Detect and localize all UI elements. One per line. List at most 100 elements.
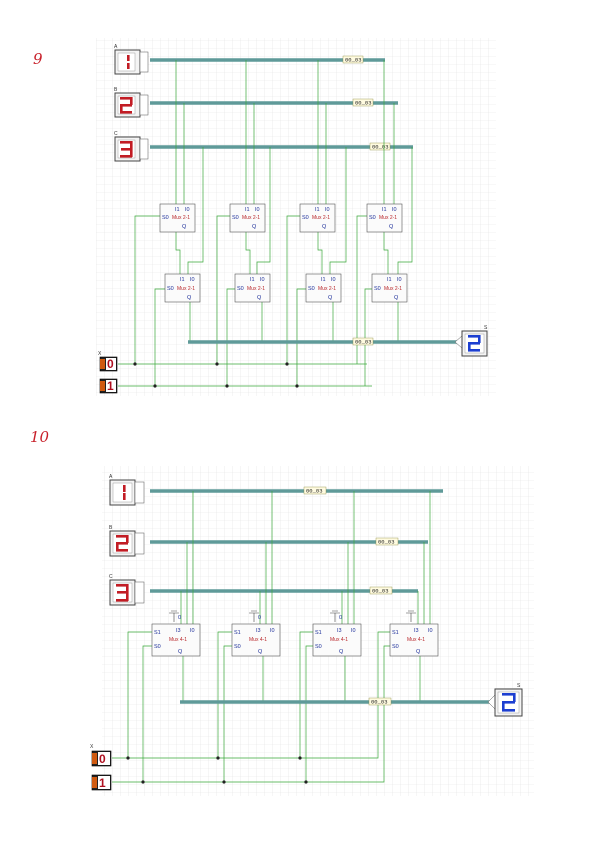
svg-text:Q: Q	[257, 295, 262, 301]
svg-text:Mux 2-1: Mux 2-1	[242, 215, 260, 221]
input-a-tag: A	[109, 474, 113, 480]
svg-text:S0: S0	[374, 286, 381, 292]
svg-text:I0: I0	[270, 628, 275, 634]
input-b-display: B	[114, 87, 149, 118]
svg-text:S1: S1	[234, 630, 241, 636]
svg-text:I0: I0	[397, 277, 402, 283]
svg-text:S0: S0	[232, 215, 239, 221]
mux-4-1: S1 I3 I0 Mux 4-1 S0Q	[389, 623, 439, 657]
svg-text:Mux 2-1: Mux 2-1	[318, 286, 336, 292]
input-a-tag: A	[114, 44, 118, 50]
svg-text:Q: Q	[328, 295, 333, 301]
svg-text:I0: I0	[260, 277, 265, 283]
svg-text:I3: I3	[176, 628, 181, 634]
bus-b-label: 00_03	[378, 539, 395, 546]
wires-10	[112, 491, 431, 783]
mux-row: S1 I3 I0 Mux 4-1 S0Q S1 I3 I0 Mux 4-1 S0Q S1…	[151, 623, 439, 657]
select-x-switch[interactable]: 0 X	[98, 351, 118, 372]
bus-a-label: 00_03	[306, 488, 323, 495]
svg-text:I3: I3	[337, 628, 342, 634]
svg-text:I0: I0	[392, 207, 397, 213]
output-tag: S	[517, 683, 521, 689]
output-display: S	[454, 325, 488, 357]
select-x-switch[interactable]: 0 X	[90, 744, 112, 767]
select-y-value: 1	[99, 776, 106, 790]
input-c-display: C	[109, 574, 145, 606]
const-label: 0	[258, 615, 261, 621]
input-b-display: B	[109, 525, 145, 557]
svg-text:I1: I1	[321, 277, 326, 283]
svg-text:I0: I0	[331, 277, 336, 283]
svg-text:Q: Q	[182, 224, 187, 230]
input-c-display: C	[114, 131, 149, 162]
select-x-value: 0	[99, 752, 106, 766]
svg-text:I0: I0	[428, 628, 433, 634]
svg-text:Mux 2-1: Mux 2-1	[384, 286, 402, 292]
svg-text:S0: S0	[369, 215, 376, 221]
svg-text:Q: Q	[389, 224, 394, 230]
select-y-switch[interactable]: 1	[91, 774, 112, 791]
select-y-switch[interactable]: 1	[99, 378, 118, 394]
svg-text:I1: I1	[387, 277, 392, 283]
svg-text:I3: I3	[256, 628, 261, 634]
svg-text:S1: S1	[154, 630, 161, 636]
svg-text:S0: S0	[392, 644, 399, 650]
input-a-display: A 1	[114, 44, 149, 75]
const-label: 0	[339, 615, 342, 621]
svg-text:S0: S0	[237, 286, 244, 292]
input-b-tag: B	[114, 87, 118, 93]
svg-text:I1: I1	[245, 207, 250, 213]
const-label: 0	[178, 615, 181, 621]
select-y-value: 1	[107, 379, 114, 393]
bus-a-label: 00_03	[345, 57, 362, 64]
page-mark-9: 9	[33, 50, 43, 68]
svg-text:Q: Q	[416, 649, 421, 655]
input-a-display: A	[109, 474, 145, 506]
input-c-tag: C	[114, 131, 118, 137]
svg-text:S1: S1	[392, 630, 399, 636]
input-b-tag: B	[109, 525, 113, 531]
svg-text:I1: I1	[180, 277, 185, 283]
select-x-tag: X	[90, 744, 94, 750]
svg-text:S0: S0	[162, 215, 169, 221]
svg-text:Q: Q	[394, 295, 399, 301]
schematic-9: 00_03 00_03 00_03 A 1 B	[98, 44, 488, 394]
svg-text:Mux 2-1: Mux 2-1	[172, 215, 190, 221]
svg-text:I0: I0	[190, 628, 195, 634]
bus-c-label: 00_03	[372, 144, 389, 151]
svg-text:Q: Q	[252, 224, 257, 230]
svg-text:Mux 4-1: Mux 4-1	[407, 637, 425, 643]
svg-text:S1: S1	[315, 630, 322, 636]
svg-text:Mux 4-1: Mux 4-1	[249, 637, 267, 643]
mux-4-1: S1 I3 I0 Mux 4-1 S0Q	[151, 623, 201, 657]
output-display: S	[487, 683, 523, 717]
select-x-tag: X	[98, 351, 102, 357]
svg-text:S0: S0	[302, 215, 309, 221]
svg-text:Mux 4-1: Mux 4-1	[330, 637, 348, 643]
svg-text:I1: I1	[175, 207, 180, 213]
svg-text:I0: I0	[185, 207, 190, 213]
svg-text:I0: I0	[190, 277, 195, 283]
const-symbols	[169, 610, 416, 622]
svg-text:S0: S0	[154, 644, 161, 650]
svg-text:Q: Q	[322, 224, 327, 230]
svg-text:Mux 4-1: Mux 4-1	[169, 637, 187, 643]
svg-text:Q: Q	[258, 649, 263, 655]
svg-text:I3: I3	[414, 628, 419, 634]
svg-text:Q: Q	[178, 649, 183, 655]
output-bus-label: 00_03	[371, 699, 388, 706]
wires-9	[118, 60, 413, 387]
input-c-tag: C	[109, 574, 113, 580]
svg-text:I1: I1	[315, 207, 320, 213]
svg-text:I0: I0	[325, 207, 330, 213]
